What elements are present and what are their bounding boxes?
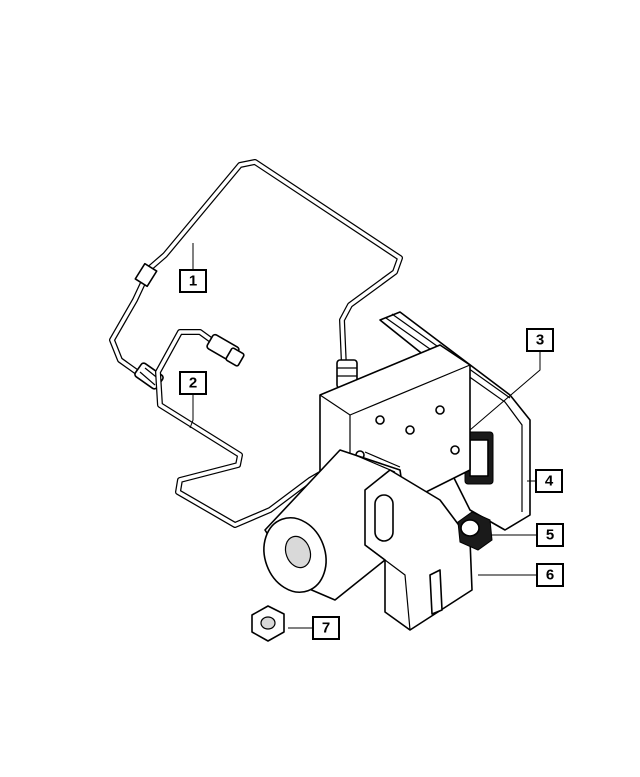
- callout-7: 7: [312, 616, 340, 640]
- callout-2: 2: [179, 371, 207, 395]
- callout-3-label: 3: [536, 332, 544, 349]
- callout-3: 3: [526, 328, 554, 352]
- abs-module: [263, 311, 531, 601]
- bolt: [457, 511, 493, 551]
- callout-7-label: 7: [322, 620, 330, 637]
- brake-tube-1: [109, 159, 403, 393]
- callout-6: 6: [536, 563, 564, 587]
- callout-1: 1: [179, 269, 207, 293]
- callout-1-label: 1: [189, 273, 197, 290]
- callout-5-label: 5: [546, 527, 554, 544]
- mounting-bracket: [364, 469, 473, 631]
- callout-4-label: 4: [545, 473, 554, 490]
- callout-4: 4: [535, 469, 563, 493]
- callout-2-label: 2: [189, 375, 197, 392]
- callout-6-label: 6: [546, 567, 554, 584]
- nut: [251, 605, 285, 642]
- callout-5: 5: [536, 523, 564, 547]
- leader-lines: [189, 243, 541, 629]
